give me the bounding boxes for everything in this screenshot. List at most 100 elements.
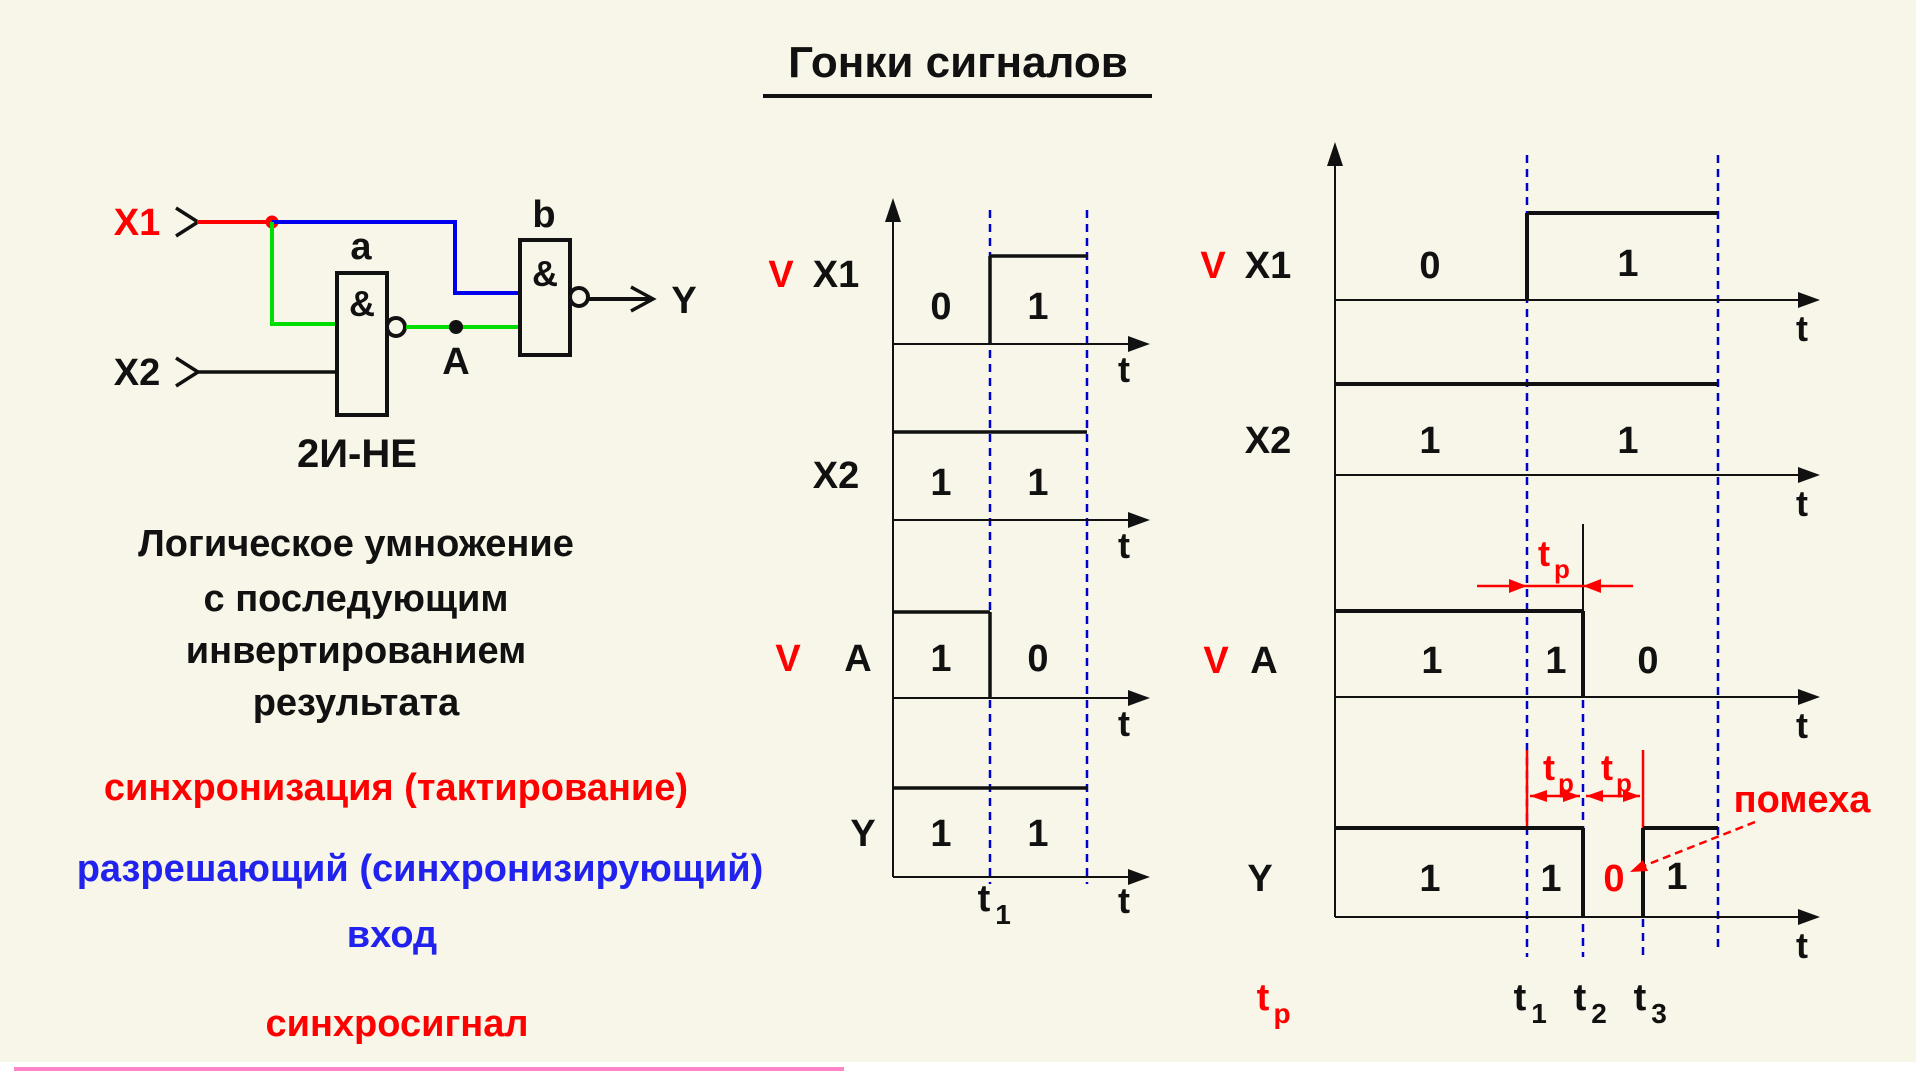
- circuit-desc-line2: с последующим: [204, 578, 509, 620]
- right-tp-l2-arrow-right-icon: [1623, 790, 1640, 802]
- right-tp-lower2-base: t: [1601, 747, 1613, 788]
- logic-circuit: X1 X2 & a A & b Y 2И-НЕ Логическое умнож…: [114, 194, 697, 724]
- note-enable-line2: вход: [347, 914, 437, 956]
- mid-x2-value-1: 1: [930, 462, 951, 504]
- mid-x1-label: X1: [813, 254, 859, 296]
- right-a-value-1: 1: [1421, 640, 1442, 682]
- right-y-axis-arrow-icon: [1798, 909, 1820, 925]
- mid-a-value-1: 1: [930, 638, 951, 680]
- mid-x2-value-2: 1: [1027, 462, 1048, 504]
- right-tp-l1-arrow-right-icon: [1563, 790, 1580, 802]
- mid-a-t-label: t: [1118, 703, 1130, 744]
- right-x1-value-1: 0: [1419, 245, 1440, 287]
- right-tp-lower1-base: t: [1543, 747, 1555, 788]
- bottom-pink-line: [14, 1067, 844, 1071]
- right-v-axis-arrow-icon: [1327, 142, 1343, 166]
- page-title: Гонки сигналов: [788, 38, 1128, 87]
- right-t2-sub: 2: [1591, 998, 1607, 1029]
- gate-a-inversion-bubble-icon: [385, 316, 407, 338]
- mid-x2-axis-arrow-icon: [1128, 512, 1150, 528]
- gate-a-label: a: [350, 226, 372, 268]
- mid-x1-axis-arrow-icon: [1128, 336, 1150, 352]
- right-tp-legend-sub: p: [1273, 998, 1290, 1029]
- note-enable-line1: разрешающий (синхронизирующий): [77, 848, 764, 890]
- mid-a-value-2: 0: [1027, 638, 1048, 680]
- noise-pointer-arrow-icon: [1630, 860, 1648, 872]
- circuit-desc-line3: инвертированием: [186, 630, 526, 672]
- right-tp-upper-base: t: [1538, 533, 1550, 574]
- right-x2-axis-arrow-icon: [1798, 467, 1820, 483]
- node-a-label: A: [442, 341, 469, 383]
- x1-wire-green-to-gate-a: [270, 222, 337, 326]
- gate-b-and-symbol: &: [532, 253, 558, 294]
- mid-y-t-label: t: [1118, 880, 1130, 921]
- notes-block: синхронизация (тактирование) разрешающий…: [77, 767, 764, 1045]
- timing-diagram-race: V X1 0 1 t X2 1 1 t t p V A 1: [1200, 142, 1871, 1029]
- mid-t1-sub: 1: [995, 899, 1011, 930]
- right-tp-upper-arrow-left-icon: [1583, 579, 1601, 593]
- right-tp-l1-arrow-left-icon: [1530, 790, 1547, 802]
- right-a-value-2: 1: [1545, 640, 1566, 682]
- right-x1-label: X1: [1245, 245, 1291, 287]
- right-x1-t-label: t: [1796, 308, 1808, 349]
- right-tp-legend-base: t: [1257, 977, 1270, 1019]
- right-a-label: A: [1250, 640, 1277, 682]
- note-sync: синхронизация (тактирование): [104, 767, 688, 809]
- right-tp-lower2-sub: p: [1616, 768, 1632, 798]
- circuit-desc-line1: Логическое умножение: [138, 523, 574, 565]
- right-v-label-a: V: [1203, 640, 1229, 682]
- x1-wire-blue-to-gate-b: [272, 220, 520, 295]
- mid-y-value-2: 1: [1027, 813, 1048, 855]
- circuit-desc-line4: результата: [253, 682, 460, 724]
- mid-y-value-1: 1: [930, 813, 951, 855]
- gate-b-inversion-bubble-icon: [568, 286, 590, 308]
- right-tp-upper-sub: p: [1554, 554, 1570, 584]
- circuit-x2-label: X2: [114, 352, 160, 394]
- right-x2-value-2: 1: [1617, 420, 1638, 462]
- right-x1-value-2: 1: [1617, 243, 1638, 285]
- title-block: Гонки сигналов: [763, 38, 1152, 98]
- right-x2-t-label: t: [1796, 483, 1808, 524]
- right-t3-base: t: [1634, 977, 1647, 1019]
- mid-y-label: Y: [850, 813, 875, 855]
- noise-annotation: помеха: [1630, 779, 1871, 872]
- right-y-label: Y: [1247, 858, 1272, 900]
- mid-a-label: A: [844, 638, 871, 680]
- right-v-label-x1: V: [1200, 245, 1226, 287]
- right-y-value-4: 1: [1666, 856, 1687, 898]
- mid-v-label-a: V: [775, 638, 801, 680]
- bottom-margin: [0, 1062, 1916, 1076]
- right-t1-base: t: [1514, 977, 1527, 1019]
- mid-t1-base: t: [978, 878, 991, 920]
- right-t3-sub: 3: [1651, 998, 1667, 1029]
- mid-x2-t-label: t: [1118, 525, 1130, 566]
- mid-x1-value-2: 1: [1027, 286, 1048, 328]
- right-tp-lower-dimensions: t p t p: [1525, 747, 1645, 834]
- note-clock: синхросигнал: [265, 1003, 528, 1045]
- right-y-t-label: t: [1796, 925, 1808, 966]
- mid-x2-label: X2: [813, 455, 859, 497]
- circuit-caption: 2И-НЕ: [297, 432, 417, 476]
- right-time-marks: t 1 t 2 t 3 t p: [1257, 977, 1667, 1029]
- right-tp-upper-arrow-right-icon: [1509, 579, 1527, 593]
- right-tp-l2-arrow-left-icon: [1586, 790, 1603, 802]
- right-x2-value-1: 1: [1419, 420, 1440, 462]
- a-node-dot: [449, 320, 463, 334]
- right-x2-label: X2: [1245, 420, 1291, 462]
- right-a-axis-arrow-icon: [1798, 689, 1820, 705]
- y-output-arrow-icon: [630, 285, 657, 313]
- right-x1-axis-arrow-icon: [1798, 292, 1820, 308]
- mid-x1-t-label: t: [1118, 349, 1130, 390]
- right-y-value-2: 1: [1540, 858, 1561, 900]
- gate-b-label: b: [532, 194, 555, 236]
- circuit-x1-label: X1: [114, 202, 160, 244]
- right-a-value-3: 0: [1637, 640, 1658, 682]
- right-t2-base: t: [1574, 977, 1587, 1019]
- mid-a-axis-arrow-icon: [1128, 690, 1150, 706]
- timing-diagram-ideal: V X1 0 1 t X2 1 1 t V A 1 0 t Y 1 1 t: [768, 198, 1150, 930]
- right-y-value-3-glitch: 0: [1603, 858, 1624, 900]
- mid-v-axis-arrow-icon: [885, 198, 901, 222]
